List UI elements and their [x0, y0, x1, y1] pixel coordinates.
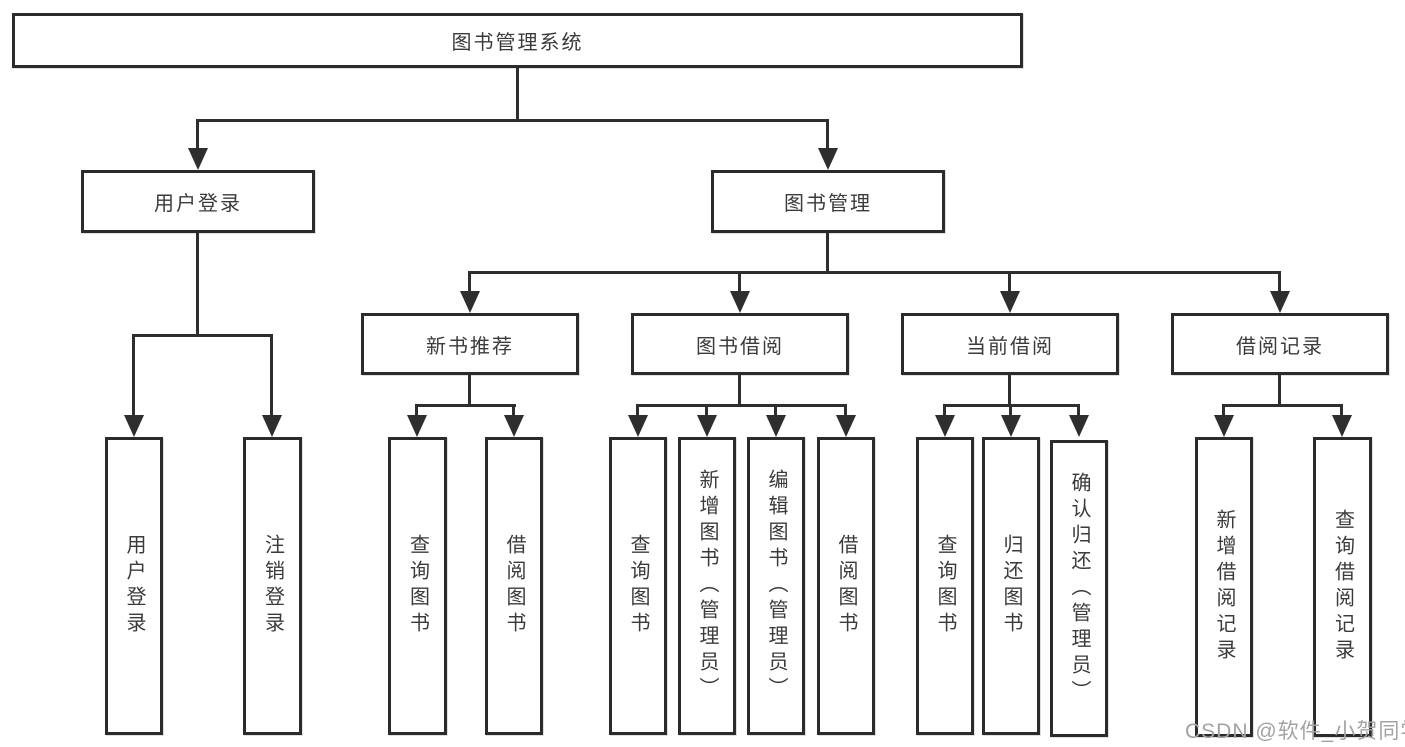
leaf-confirm-return-admin: 确认归还（管理员） [1050, 440, 1108, 737]
leaf-add-book-admin: 新增图书（管理员） [678, 437, 736, 735]
leaf-logout: 注销登录 [243, 437, 302, 735]
connector-line [1008, 375, 1011, 407]
connector-line [1222, 404, 1225, 418]
connector-line [196, 119, 829, 122]
connector-line [468, 271, 471, 295]
arrow-down-icon [1214, 415, 1234, 437]
node-user-login-branch: 用户登录 [81, 170, 315, 233]
arrow-down-icon [836, 415, 856, 437]
arrow-down-icon [935, 415, 955, 437]
arrow-down-icon [818, 148, 838, 170]
leaf-add-borrow-record: 新增借阅记录 [1195, 437, 1253, 737]
arrow-down-icon [697, 415, 717, 437]
arrow-down-icon [628, 415, 648, 437]
leaf-return-book: 归还图书 [982, 437, 1040, 735]
connector-line [943, 404, 946, 418]
arrow-down-icon [1000, 291, 1020, 313]
leaf-query-books-borrowing: 查询图书 [609, 437, 667, 735]
leaf-edit-book-admin: 编辑图书（管理员） [747, 437, 805, 735]
csdn-watermark: CSDN @软件_小贺同学 [1185, 720, 1405, 743]
leaf-query-books-current: 查询图书 [916, 437, 974, 735]
connector-line [1077, 404, 1080, 418]
arrow-down-icon [124, 415, 144, 437]
node-book-management-branch: 图书管理 [711, 170, 945, 233]
arrow-down-icon [1332, 415, 1352, 437]
connector-line [468, 271, 1281, 274]
arrow-down-icon [1069, 415, 1089, 437]
connector-line [1278, 375, 1281, 407]
arrow-down-icon [460, 291, 480, 313]
node-library-management-system: 图书管理系统 [12, 13, 1023, 68]
arrow-down-icon [730, 291, 750, 313]
node-new-book-recommend: 新书推荐 [361, 313, 579, 375]
arrow-down-icon [504, 415, 524, 437]
connector-line [468, 375, 471, 407]
node-current-borrowing: 当前借阅 [901, 313, 1119, 375]
leaf-query-books-recommend: 查询图书 [388, 437, 447, 735]
arrow-down-icon [1270, 291, 1290, 313]
connector-line [270, 334, 273, 419]
connector-line [636, 404, 639, 418]
connector-line [1008, 271, 1011, 295]
connector-line [738, 375, 741, 407]
connector-line [415, 404, 516, 407]
connector-line [132, 334, 273, 337]
connector-line [1340, 404, 1343, 418]
connector-line [1009, 404, 1012, 418]
arrow-down-icon [407, 415, 427, 437]
connector-line [196, 119, 199, 153]
leaf-user-login: 用户登录 [105, 437, 163, 735]
connector-line [1278, 271, 1281, 295]
connector-line [415, 404, 418, 418]
connector-line [636, 404, 847, 407]
connector-line [826, 233, 829, 274]
arrow-down-icon [766, 415, 786, 437]
connector-line [774, 404, 777, 418]
leaf-borrow-books-borrowing: 借阅图书 [817, 437, 875, 735]
connector-line [1222, 404, 1343, 407]
connector-line [132, 334, 135, 419]
arrow-down-icon [1001, 415, 1021, 437]
arrow-down-icon [262, 415, 282, 437]
connector-line [516, 68, 519, 122]
node-book-borrowing: 图书借阅 [631, 313, 849, 375]
node-borrowing-records: 借阅记录 [1171, 313, 1389, 375]
connector-line [196, 233, 199, 336]
connector-line [844, 404, 847, 418]
connector-line [738, 271, 741, 295]
leaf-query-borrow-record: 查询借阅记录 [1313, 437, 1372, 737]
leaf-borrow-books-recommend: 借阅图书 [485, 437, 543, 735]
connector-line [705, 404, 708, 418]
connector-line [512, 404, 515, 418]
arrow-down-icon [188, 148, 208, 170]
connector-line [826, 119, 829, 153]
